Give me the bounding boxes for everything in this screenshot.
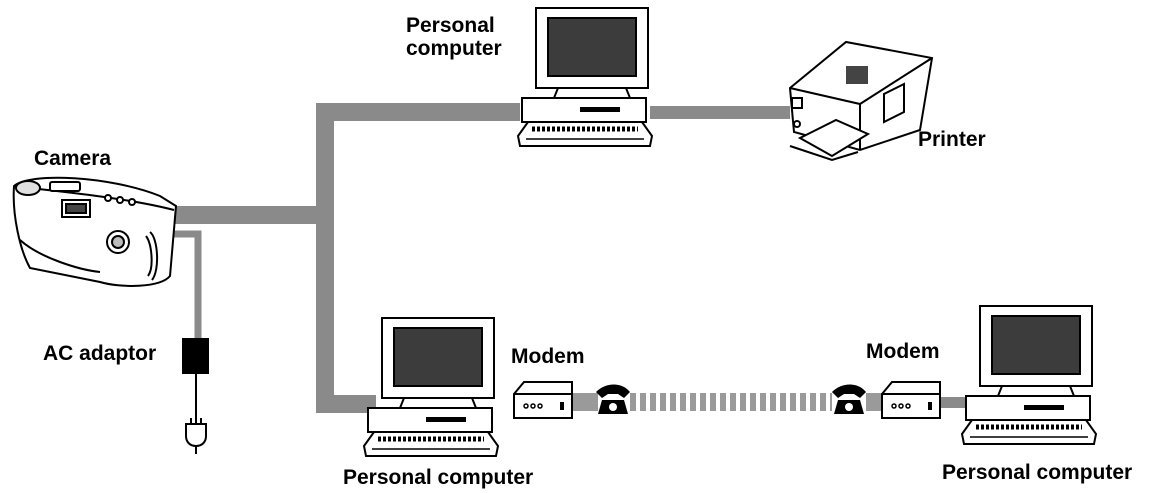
pc-bottom-left-label: Personal computer	[343, 466, 534, 489]
modem-icon-right	[881, 381, 941, 419]
pc-top-label-line1: Personal	[406, 14, 495, 37]
pc-bottom-right-label: Personal computer	[942, 461, 1133, 484]
cable-network	[172, 103, 970, 413]
top-cable	[316, 103, 520, 121]
printer-cable	[650, 106, 790, 119]
ac-adaptor-label: AC adaptor	[43, 342, 157, 365]
camera-label: Camera	[34, 147, 112, 170]
telephone-icon-right	[832, 384, 866, 414]
adaptor-cable	[172, 230, 202, 340]
telephone-icon-left	[596, 384, 630, 414]
computer-icon-top	[518, 8, 652, 146]
printer-label: Printer	[918, 128, 986, 151]
plug-icon	[185, 418, 207, 454]
computer-icon-bottom-right	[962, 306, 1096, 444]
computer-icon-bottom-left	[364, 318, 498, 456]
camera-cable	[172, 206, 329, 224]
bottom-cable	[316, 395, 376, 413]
pc-top-label-line2: computer	[406, 37, 502, 60]
modem-icon-left	[513, 381, 573, 419]
camera-icon	[12, 176, 178, 287]
right-pc-cable	[940, 397, 970, 408]
trunk-cable	[316, 103, 334, 413]
printer-icon	[788, 40, 934, 162]
modem-left-label: Modem	[511, 345, 585, 368]
ac-adaptor-icon	[182, 338, 209, 424]
modem-right-label: Modem	[866, 340, 940, 363]
